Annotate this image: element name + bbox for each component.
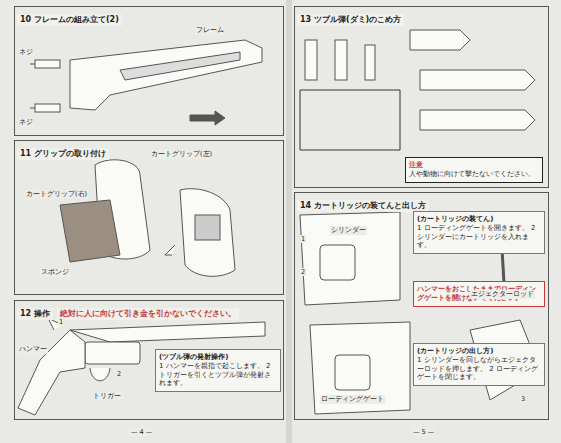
part-label: — 5 — [412, 428, 435, 436]
callout-number: 2 [116, 370, 122, 378]
callout-number: 1 [58, 318, 64, 326]
part-label: ネジ [18, 118, 34, 127]
note-box: 注意人や動物に向けて撃たないでください。 [405, 157, 543, 183]
part-label: ハンマー [18, 345, 48, 354]
part-label: ネジ [18, 48, 34, 57]
note-box: (カートリッジの出し方)1 シリンダーを回しながらエジェクターロッドを押します。… [413, 343, 545, 386]
callout-number: 3 [520, 395, 526, 403]
part-label: トリガー [92, 392, 122, 401]
step-text: 1 ハンマーを親指で起こします。 2 トリガーを引くとツブル弾が発射されます。 [159, 362, 277, 388]
step-text: 1 シリンダーを回しながらエジェクターロッドを押します。 2 ローディングゲート… [417, 356, 541, 382]
step-heading: 11 グリップの取り付け [17, 148, 109, 160]
note-box: (カートリッジの装てん)1 ローディングゲートを開きます。 2 シリンダーにカー… [413, 211, 545, 254]
cartridge-drawing [300, 30, 535, 150]
binding-gutter [286, 0, 292, 443]
step-heading: 12 操作 [17, 308, 53, 320]
callout-number: 1 [300, 235, 306, 243]
part-label: カートグリップ(右) [25, 190, 88, 199]
note-box: (ツブル弾の発射操作)1 ハンマーを親指で起こします。 2 トリガーを引くとツブ… [155, 349, 281, 392]
part-label: エジェクターロッド [470, 290, 535, 299]
grip-drawing [60, 160, 235, 277]
part-label: スポンジ [40, 268, 70, 277]
step-panel: 13 ツブル弾(ダミ)のこめ方注意人や動物に向けて撃たないでください。 [294, 6, 549, 188]
step-heading: (カートリッジの装てん) [417, 215, 541, 224]
step-panel: 10 フレームの組み立て(2) [14, 6, 284, 136]
step-heading: 13 ツブル弾(ダミ)のこめ方 [297, 14, 404, 26]
step-heading: (ツブル弾の発射操作) [159, 353, 277, 362]
step-heading: 10 フレームの組み立て(2) [17, 14, 122, 26]
step-text: 絶対に人に向けて引き金を引かないでください。 [57, 308, 239, 320]
part-label: ローディングゲート [320, 395, 385, 404]
part-label: フレーム [195, 26, 225, 35]
part-label: シリンダー [330, 226, 367, 235]
step-text: 人や動物に向けて撃たないでください。 [409, 170, 539, 179]
step-panel: 12 操作絶対に人に向けて引き金を引かないでください。 (ツブル弾の発射操作)1 … [14, 300, 284, 420]
step-text: 1 ローディングゲートを開きます。 2 シリンダーにカートリッジを入れます。 [417, 224, 541, 250]
callout-number: 2 [300, 268, 306, 276]
step-heading: 14 カートリッジの装てんと出し方 [297, 200, 429, 212]
part-label: カートグリップ(左) [150, 150, 213, 159]
part-label: — 4 — [130, 428, 153, 436]
frame-drawing [30, 40, 262, 125]
step-heading: 注意 [409, 161, 539, 170]
step-heading: (カートリッジの出し方) [417, 347, 541, 356]
